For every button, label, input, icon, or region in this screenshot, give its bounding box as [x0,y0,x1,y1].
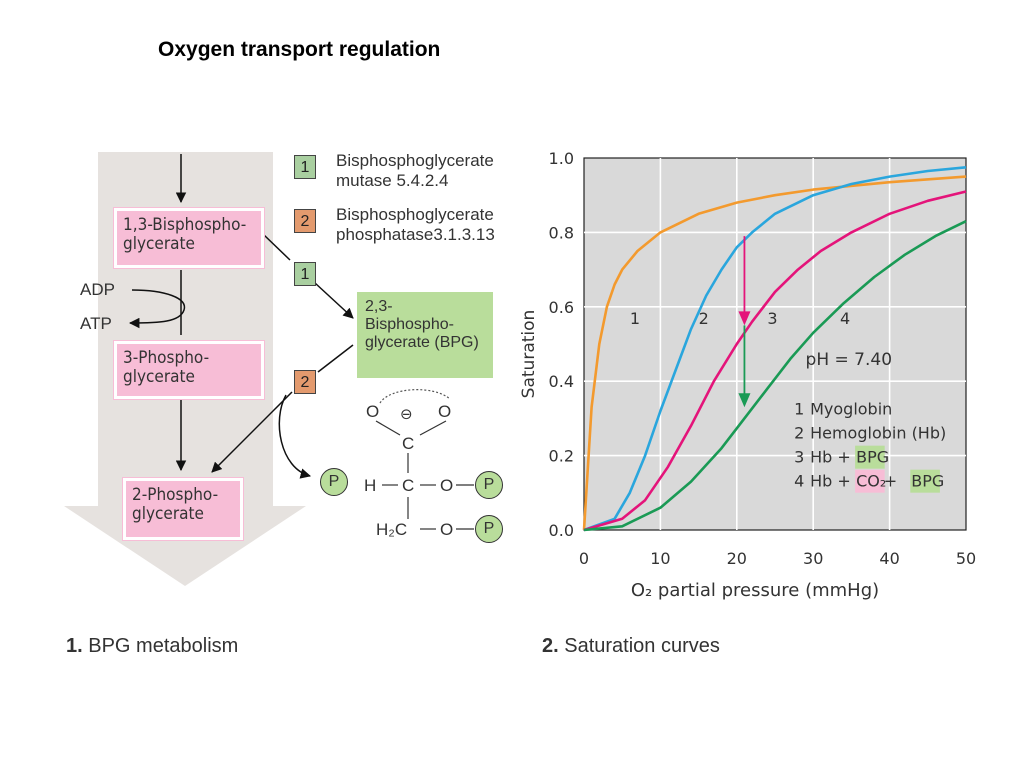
y-tick-label: 0.8 [549,223,574,242]
step-2-badge: 2 [294,370,316,394]
y-tick-label: 1.0 [549,149,574,168]
curve-4 [583,220,967,532]
box-13-bisphosphoglycerate: 1,3-Bisphospho- glycerate [113,207,265,269]
box-2-phosphoglycerate: 2-Phospho- glycerate [122,477,244,541]
saturation-chart: 0 10 20 30 40 50 0.0 0.2 0.4 0.6 0.8 1.0 O₂ partial … [519,149,976,601]
enzyme-1-line2: mutase 5.4.2.4 [336,171,449,190]
ph-label: pH = 7.40 [806,350,892,370]
step-1-badge: 1 [294,262,316,286]
adp-label: ADP [80,280,115,299]
bpg-o-left: O [366,402,380,421]
metabolism-caption-num: 1. [66,635,83,657]
bpg-o-minus: ⊖ [400,406,413,423]
atp-label: ATP [80,314,112,333]
box-3-phosphoglycerate: 3-Phospho- glycerate [113,340,265,400]
legend-item-number: 4 [794,472,804,491]
enzyme-2-badge: 2 [294,209,316,233]
curve-2 [583,166,967,532]
legend-highlight [910,469,940,493]
chart-caption-num: 2. [542,635,559,657]
bpg-o-bot: O [440,520,454,539]
metabolism-caption-text: BPG metabolism [88,635,239,657]
box-13bpg-line2: glycerate [123,234,195,254]
enzyme-2-name: Bisphosphoglycerate phosphatase3.1.3.13 [336,205,495,245]
x-tick-label: 20 [727,549,747,568]
y-tick-label: 0.4 [549,372,574,391]
legend-item-text: Myoglobin [810,400,892,419]
bpg-c-mid: C [402,476,415,495]
legend-item-text: BPG [856,448,889,467]
legend-item-number: 1 [794,400,804,419]
bpg-structure-bonds [375,389,474,530]
legend-item-text: Hb + [810,472,851,491]
enzyme-2-line2: phosphatase3.1.3.13 [336,225,495,244]
y-tick-label: 0.2 [549,447,574,466]
legend-item-text: CO₂ [856,472,886,491]
x-tick-label: 50 [956,549,976,568]
bpg-phosphate-1-icon: P [475,471,503,499]
legend-highlight [855,469,885,493]
box-3pg-line2: glycerate [123,367,195,387]
shift-arrow-head-1 [738,311,751,326]
chart-caption-text: Saturation curves [564,635,720,657]
box-23-bisphosphoglycerate: 2,3- Bisphospho- glycerate (BPG) [357,292,493,378]
bpg-o-mid: O [440,476,454,495]
box-2pg-line2: glycerate [132,504,204,524]
legend-item-number: 2 [794,424,804,443]
box-23bpg-line1: 2,3- [365,298,393,315]
legend-item-text: BPG [911,472,944,491]
x-tick-label: 10 [650,549,670,568]
bpg-h: H [364,476,377,495]
x-tick-label: 0 [579,549,589,568]
curve-label: 2 [699,309,709,328]
bpg-o-right: O [438,402,452,421]
curve-label: 1 [630,309,640,328]
y-tick-label: 0.0 [549,521,574,540]
box-13bpg-line1: 1,3-Bisphospho- [123,215,247,235]
legend-item-text: Hb + [810,448,851,467]
released-phosphate-icon: P [320,468,348,496]
bpg-h2c: H₂C [376,520,408,539]
y-axis-label: Saturation [519,310,539,399]
curve-label: 4 [840,309,850,328]
enzyme-1-line1: Bisphosphoglycerate [336,151,494,170]
y-tick-label: 0.6 [549,298,574,317]
curve-label: 3 [767,309,777,328]
bpg-phosphate-2-icon: P [475,515,503,543]
enzyme-2-line1: Bisphosphoglycerate [336,205,494,224]
box-3pg-line1: 3-Phospho- [123,348,210,368]
box-23bpg-line3: glycerate (BPG) [365,334,479,351]
legend-highlight [855,445,885,469]
shift-arrow-head-2 [738,393,751,408]
box-2pg-line1: 2-Phospho- [132,485,219,505]
legend-item-text: Hemoglobin (Hb) [810,424,946,443]
box-23bpg-line2: Bisphospho- [365,316,454,333]
x-axis-label: O₂ partial pressure (mmHg) [631,580,879,601]
enzyme-1-badge: 1 [294,155,316,179]
legend-item-text: + [884,472,897,491]
chart-caption: 2. Saturation curves [542,635,720,658]
x-tick-label: 30 [803,549,823,568]
x-tick-label: 40 [879,549,899,568]
curve-1 [582,175,967,531]
enzyme-1-name: Bisphosphoglycerate mutase 5.4.2.4 [336,151,494,191]
curve-3 [583,190,967,532]
bpg-c-top: C [402,434,415,453]
legend-item-number: 3 [794,448,804,467]
pathway-arrows [128,154,354,479]
metabolism-caption: 1. BPG metabolism [66,635,238,658]
page-title: Oxygen transport regulation [158,38,441,61]
plot-background [583,157,967,531]
